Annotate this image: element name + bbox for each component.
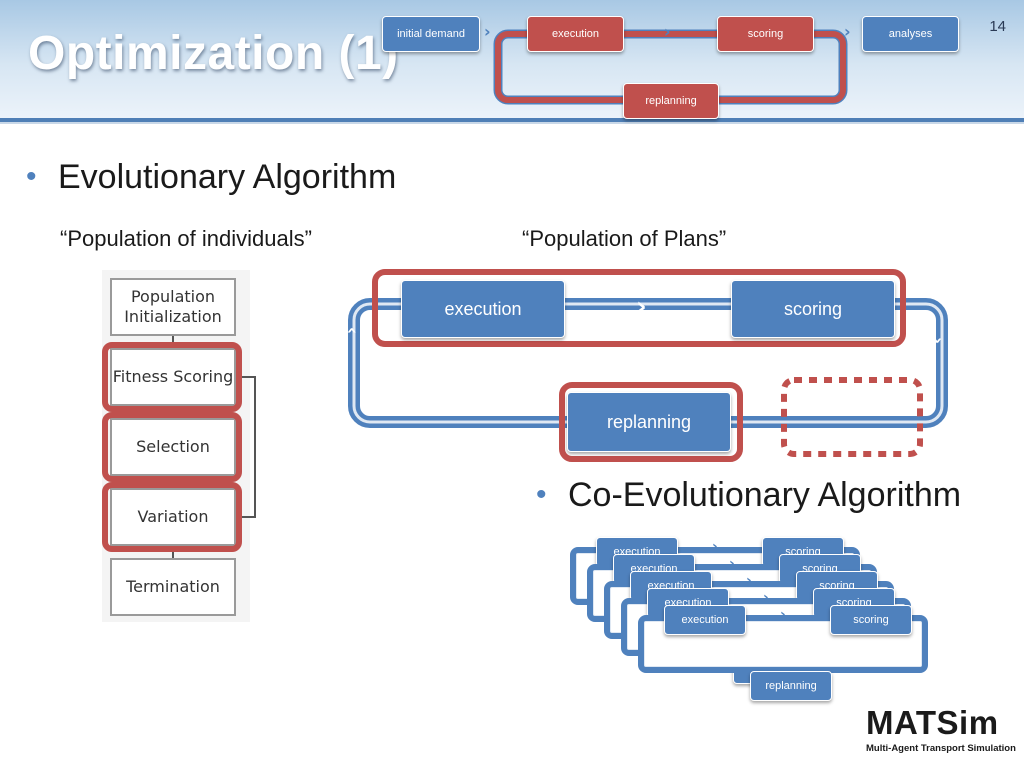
chevron-right-icon: ›	[484, 22, 491, 41]
ea-loop-line	[236, 376, 256, 518]
chevron-right-icon: ›	[664, 22, 671, 41]
chevron-right-icon: ›	[729, 556, 735, 572]
header-step-label: scoring	[747, 28, 784, 40]
caption-population-of-plans: “Population of Plans”	[522, 226, 727, 251]
slide-title: Optimization (1)	[28, 27, 399, 80]
plan-step-label: replanning	[606, 411, 692, 432]
coevo-step-scoring: scoring	[830, 605, 912, 635]
plan-step-label: scoring	[783, 298, 843, 319]
header-step-analyses: analyses	[862, 16, 959, 52]
ea-highlight-fitness-scoring	[102, 342, 242, 412]
ea-step-selection: Selection	[110, 418, 236, 476]
coevo-layer: execution scoring replanning ›	[638, 605, 928, 725]
bullet-dot: •	[536, 478, 547, 511]
bullet-evolutionary-algorithm: Evolutionary Algorithm	[58, 158, 397, 196]
header-step-label: replanning	[645, 95, 697, 107]
ea-step-label: Selection	[136, 437, 210, 456]
ea-highlight-variation	[102, 482, 242, 552]
ea-step-label: Variation	[137, 507, 209, 526]
plan-step-execution: execution	[401, 280, 565, 338]
logo-tagline: Multi-Agent Transport Simulation	[866, 743, 1016, 754]
caption-population-of-individuals: “Population of individuals”	[60, 226, 312, 251]
matsim-logo: MATSim Multi-Agent Transport Simulation	[866, 706, 1016, 754]
plan-step-scoring: scoring	[731, 280, 895, 338]
header-divider-shadow	[0, 122, 1024, 124]
ea-highlight-selection	[102, 412, 242, 482]
header-step-initial-demand: initial demand	[382, 16, 480, 52]
logo-wordmark: MATSim	[866, 704, 999, 741]
chevron-right-icon: ›	[763, 590, 769, 606]
ea-step-label: Population Initialization	[124, 287, 222, 326]
header-step-execution: execution	[527, 16, 624, 52]
header-step-replanning: replanning	[623, 83, 719, 119]
ea-step-label: Fitness Scoring	[112, 367, 234, 386]
slide-number: 14	[989, 18, 1006, 35]
header-step-label: analyses	[888, 28, 933, 40]
header-divider	[0, 118, 1024, 122]
ea-step-termination: Termination	[110, 558, 236, 616]
chevron-right-icon: ›	[844, 22, 851, 41]
chevron-right-icon: ›	[780, 607, 786, 623]
ea-step-fitness-scoring: Fitness Scoring	[110, 348, 236, 406]
ea-step-population-initialization: Population Initialization	[110, 278, 236, 336]
plan-step-replanning: replanning	[567, 392, 731, 452]
ea-step-variation: Variation	[110, 488, 236, 546]
bullet-dot: •	[26, 160, 37, 193]
bullet-coevolutionary-algorithm: Co-Evolutionary Algorithm	[568, 476, 962, 514]
coevo-step-replanning: replanning	[750, 671, 832, 701]
header-step-label: initial demand	[397, 28, 465, 40]
chevron-right-icon: ›	[636, 292, 647, 322]
plan-step-label: execution	[444, 298, 522, 319]
ea-connector	[172, 546, 174, 560]
header-step-label: execution	[551, 28, 600, 40]
chevron-right-icon: ›	[712, 539, 718, 555]
ea-step-label: Termination	[126, 577, 220, 596]
header-step-scoring: scoring	[717, 16, 814, 52]
coevo-step-execution: execution	[664, 605, 746, 635]
chevron-right-icon: ›	[746, 573, 752, 589]
